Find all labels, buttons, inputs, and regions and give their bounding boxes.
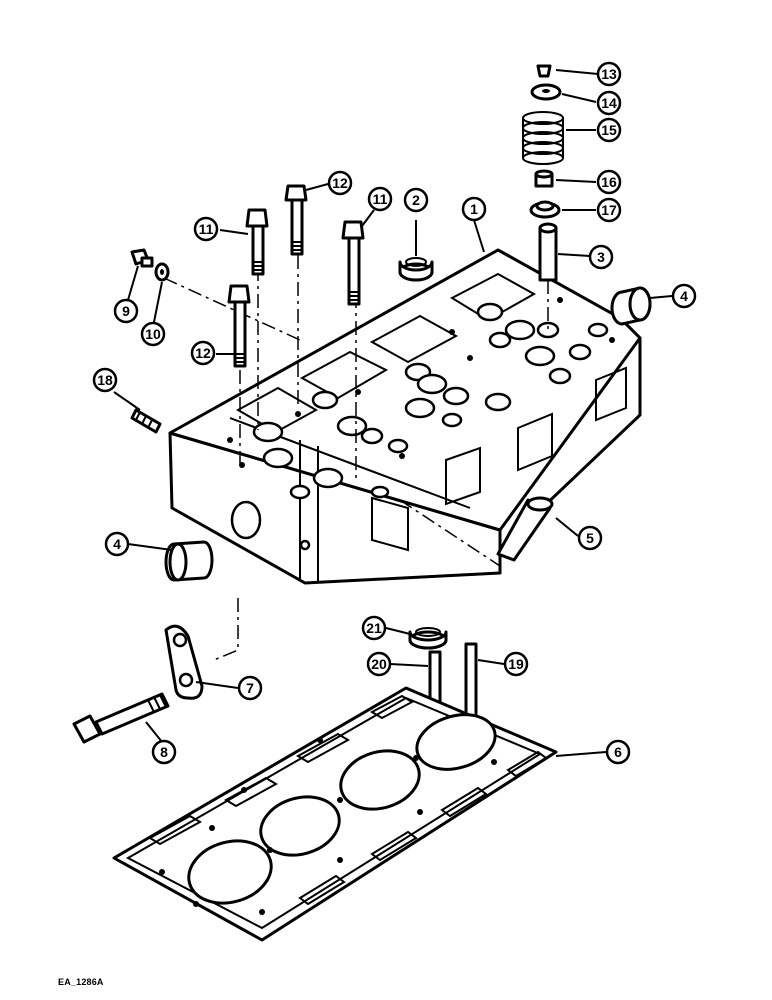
valve-seat-insert-21 <box>408 627 448 650</box>
svg-text:20: 20 <box>371 656 387 672</box>
injector-sleeve-5 <box>496 496 554 562</box>
callout-11-left: 11 <box>193 216 219 242</box>
svg-text:11: 11 <box>373 191 388 207</box>
callout-6: 6 <box>605 739 631 765</box>
svg-text:16: 16 <box>601 174 617 190</box>
bolt-12-lower <box>227 284 251 368</box>
cylinder-head <box>168 248 642 585</box>
callout-4-left: 4 <box>104 531 130 557</box>
callout-12-lower: 12 <box>190 340 216 366</box>
bolt-8 <box>72 692 170 744</box>
bolt-11-left <box>245 208 269 276</box>
bolt-11-right <box>341 220 365 306</box>
callout-11-right: 11 <box>367 186 393 212</box>
bolt-12-top <box>284 184 308 256</box>
svg-text:5: 5 <box>586 530 594 546</box>
svg-text:12: 12 <box>332 175 348 191</box>
callout-14: 14 <box>596 90 622 116</box>
callout-17: 17 <box>596 197 622 223</box>
svg-text:21: 21 <box>366 620 382 636</box>
blanking-plate-7 <box>164 624 204 700</box>
valve-cotter-13 <box>536 64 552 78</box>
callout-5: 5 <box>577 525 603 551</box>
svg-text:14: 14 <box>601 95 617 111</box>
svg-text:17: 17 <box>601 202 617 218</box>
svg-text:1: 1 <box>470 201 478 217</box>
svg-text:10: 10 <box>145 326 161 342</box>
washer-10 <box>154 262 170 282</box>
head-gasket-6 <box>112 686 558 942</box>
callout-1: 1 <box>461 196 487 222</box>
svg-text:15: 15 <box>601 122 617 138</box>
valve-guide-3 <box>538 222 558 282</box>
svg-text:12: 12 <box>195 345 211 361</box>
callout-19: 19 <box>503 651 529 677</box>
stud-18 <box>130 408 162 434</box>
callout-10: 10 <box>140 321 166 347</box>
callout-16: 16 <box>596 169 622 195</box>
valve-spring-15 <box>522 111 564 165</box>
figure-code: EA_1286A <box>58 977 104 987</box>
plug-screw-9 <box>130 248 154 268</box>
callout-12-top: 12 <box>327 170 353 196</box>
svg-text:9: 9 <box>122 303 130 319</box>
spring-seat-17 <box>529 200 561 219</box>
svg-text:4: 4 <box>680 288 688 304</box>
svg-text:18: 18 <box>97 372 113 388</box>
svg-text:7: 7 <box>246 680 254 696</box>
svg-text:4: 4 <box>113 536 121 552</box>
svg-text:3: 3 <box>597 249 605 265</box>
svg-text:8: 8 <box>160 744 168 760</box>
callout-4-right: 4 <box>671 283 697 309</box>
callout-20: 20 <box>366 651 392 677</box>
callout-15: 15 <box>596 117 622 143</box>
callout-3: 3 <box>588 244 614 270</box>
svg-text:6: 6 <box>614 744 622 760</box>
svg-text:11: 11 <box>199 221 214 237</box>
callout-13: 13 <box>596 61 622 87</box>
valve-seat-insert-2 <box>398 257 434 282</box>
core-plug-4-right <box>610 286 652 326</box>
callout-2: 2 <box>403 187 429 213</box>
svg-text:2: 2 <box>412 192 420 208</box>
callout-21: 21 <box>361 615 387 641</box>
callout-8: 8 <box>151 739 177 765</box>
callout-7: 7 <box>237 675 263 701</box>
valve-stem-seal-16 <box>534 169 554 188</box>
callout-9: 9 <box>113 298 139 324</box>
spring-retainer-14 <box>530 83 562 101</box>
callout-18: 18 <box>92 367 118 393</box>
svg-text:13: 13 <box>601 66 617 82</box>
leader-lines <box>113 69 673 757</box>
svg-text:19: 19 <box>508 656 524 672</box>
core-plug-4-left <box>164 540 214 582</box>
